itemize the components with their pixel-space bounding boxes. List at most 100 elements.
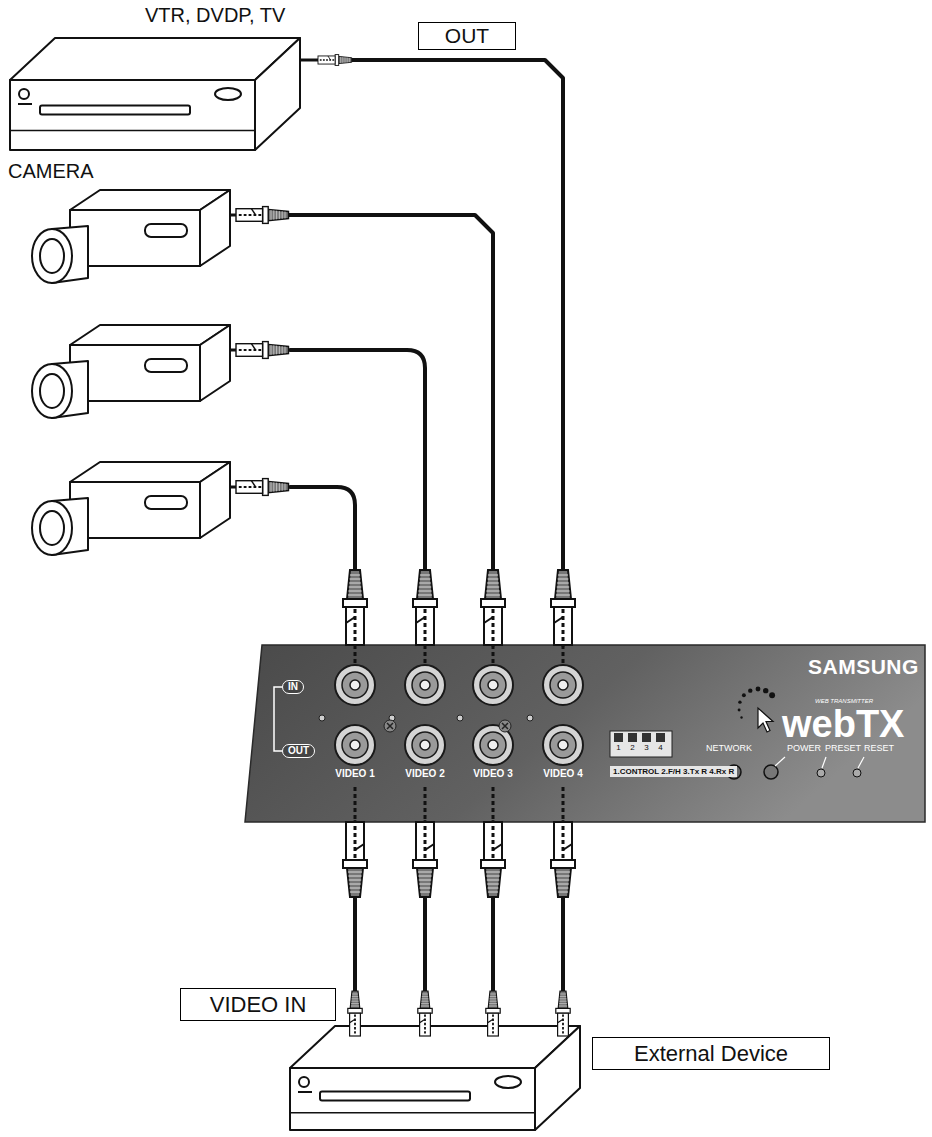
plug-rib [558, 579, 569, 580]
plug-rib [419, 587, 431, 588]
plug-stub [354, 787, 357, 822]
leader-line [822, 757, 826, 768]
device-line [298, 1091, 312, 1093]
plug-rib [352, 996, 358, 997]
plug-rib [420, 579, 431, 580]
plug-boot [350, 991, 360, 1008]
plug-boot [268, 209, 288, 220]
lens-front [32, 229, 72, 283]
panel-text: VIDEO 2 [405, 768, 444, 780]
bnc-jack [405, 665, 445, 705]
device-button [299, 1077, 309, 1087]
plug-boot [268, 481, 288, 492]
bnc-jack [473, 665, 513, 705]
video-cable [288, 215, 493, 645]
bnc-jack-ring [342, 672, 368, 698]
plug-rib [350, 575, 360, 576]
plug-collar [263, 479, 269, 496]
plug-core [237, 486, 261, 488]
dip-number: 4 [658, 744, 662, 752]
plug-rib [285, 484, 286, 491]
cursor-dot [748, 688, 752, 692]
video-cable [290, 350, 425, 572]
camera-side [70, 482, 200, 538]
bnc-plug [551, 822, 575, 897]
plug-rib [349, 587, 361, 588]
plug-rib [279, 483, 280, 491]
plug-rib [276, 483, 277, 492]
camera-end [200, 462, 230, 538]
plug-rib [422, 994, 428, 995]
bnc-plug [486, 991, 500, 1036]
plug-notch [355, 844, 364, 850]
device-front [290, 1068, 535, 1130]
video-cable [290, 487, 355, 572]
bnc-jack [543, 665, 583, 705]
screw-cross [502, 723, 508, 729]
panel-text: IN [282, 680, 304, 694]
plug-collar [551, 599, 575, 607]
panel-led [319, 715, 325, 721]
device-side [255, 38, 300, 150]
plug-body [346, 822, 364, 860]
dip-toggle [628, 733, 637, 742]
bnc-plug [343, 570, 367, 645]
bnc-jack [405, 725, 445, 765]
lens-front [32, 364, 72, 418]
cursor-dot [742, 693, 746, 697]
plug-rib [420, 892, 430, 893]
plug-rib [422, 998, 429, 999]
plug-rib [422, 996, 428, 997]
plug-rib [490, 996, 496, 997]
plug-collar [263, 342, 269, 359]
plug-body [416, 607, 434, 645]
dip-number: 3 [644, 744, 648, 752]
plug-rib [559, 1003, 567, 1004]
device-label: External Device [592, 1037, 830, 1070]
plug-rib [557, 880, 569, 881]
plug-body [554, 607, 572, 645]
plug-rib [421, 1001, 428, 1002]
plug-rib [285, 347, 286, 354]
plug-rib [273, 210, 274, 219]
plug-body [488, 1013, 499, 1036]
plug-rib [486, 591, 499, 592]
dip-switch-body [610, 731, 672, 757]
plug-core [424, 824, 427, 858]
plug-core [319, 59, 334, 60]
plug-body [558, 1013, 569, 1036]
video-cable [352, 60, 563, 645]
camera-end [200, 190, 230, 266]
plug-rib [486, 876, 499, 877]
device-top [290, 1026, 580, 1068]
plug-body [318, 56, 335, 64]
plug-rib [342, 57, 343, 63]
plug-notch [420, 1019, 425, 1023]
plug-rib [421, 1006, 429, 1007]
plug-rib [556, 876, 569, 877]
plug-core [237, 349, 261, 351]
plug-body [554, 822, 572, 860]
panel-text: NETWORK [706, 743, 752, 753]
plug-rib [559, 1006, 567, 1007]
device-button [19, 89, 29, 99]
tape-slot [320, 1092, 470, 1101]
plug-rib [349, 880, 361, 881]
in-out-bracket [274, 687, 282, 751]
panel-text: VIDEO 3 [473, 768, 512, 780]
plug-rib [559, 1001, 566, 1002]
bnc-plug [236, 342, 289, 359]
plug-collar [418, 1008, 432, 1013]
device-front-line [10, 130, 255, 132]
plug-rib [282, 483, 283, 491]
plug-collar [486, 1008, 500, 1013]
plug-rib [348, 595, 362, 596]
plug-body [350, 1013, 361, 1036]
camera-slot [145, 359, 187, 372]
bnc-jack-pin [350, 680, 360, 690]
jack-stub [230, 349, 236, 352]
device-node: CAMERA [6, 158, 288, 283]
plug-boot [268, 344, 288, 355]
plug-rib [556, 591, 569, 592]
leader-line [775, 757, 785, 766]
